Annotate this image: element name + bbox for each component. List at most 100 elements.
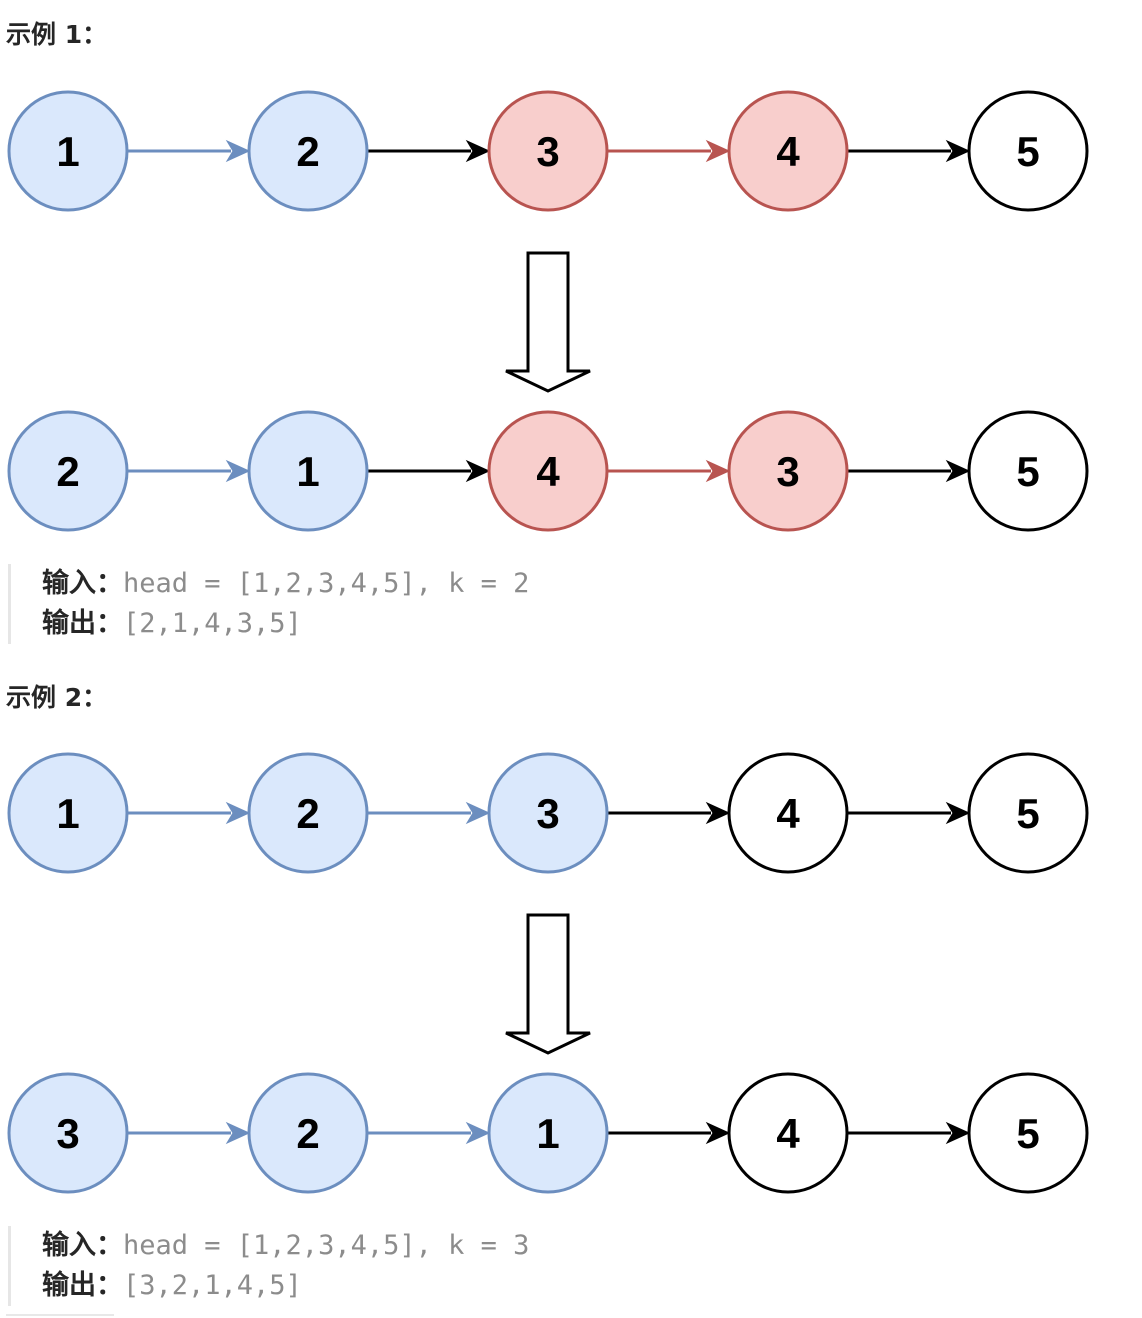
list-node: 1 <box>7 90 129 212</box>
node-circle <box>7 90 129 212</box>
node-label: 3 <box>536 790 559 837</box>
node-circle <box>967 90 1089 212</box>
output-value: [2,1,4,3,5] <box>123 608 302 639</box>
link-arrow <box>607 1121 731 1145</box>
node-label: 3 <box>776 448 799 495</box>
list-node: 4 <box>727 752 849 874</box>
node-label: 5 <box>1016 790 1039 837</box>
node-circle <box>487 410 609 532</box>
node-circle <box>487 1072 609 1194</box>
node-label: 2 <box>296 128 319 175</box>
input-label: 输入： <box>42 1230 123 1261</box>
list-node: 5 <box>967 1072 1089 1194</box>
link-arrow <box>367 459 491 483</box>
node-circle <box>727 90 849 212</box>
list-node: 4 <box>487 410 609 532</box>
input-value: head = [1,2,3,4,5], k = 2 <box>123 568 530 599</box>
link-arrow <box>127 801 251 825</box>
node-circle <box>247 90 369 212</box>
node-circle <box>727 410 849 532</box>
list-node: 4 <box>727 1072 849 1194</box>
node-circle <box>247 752 369 874</box>
example-1-output-line: 输出：[2,1,4,3,5] <box>42 604 642 644</box>
node-circle <box>487 752 609 874</box>
divider <box>6 1314 114 1316</box>
list-before: 1 2 3 4 5 <box>7 90 1089 212</box>
node-label: 1 <box>536 1110 559 1157</box>
node-circle <box>967 410 1089 532</box>
link-arrow <box>607 459 731 483</box>
node-label: 4 <box>776 790 800 837</box>
link-arrow <box>847 459 971 483</box>
output-label: 输出： <box>42 1270 123 1301</box>
node-label: 5 <box>1016 448 1039 495</box>
link-arrow <box>367 139 491 163</box>
list-after: 3 2 1 4 5 <box>7 1072 1089 1194</box>
node-label: 2 <box>296 1110 319 1157</box>
list-node: 2 <box>7 410 129 532</box>
link-arrow <box>127 139 251 163</box>
link-arrow <box>367 1121 491 1145</box>
list-node: 3 <box>487 90 609 212</box>
list-node: 2 <box>247 1072 369 1194</box>
node-circle <box>487 90 609 212</box>
list-node: 5 <box>967 90 1089 212</box>
node-label: 4 <box>776 1110 800 1157</box>
output-label: 输出： <box>42 608 123 639</box>
node-circle <box>967 1072 1089 1194</box>
list-node: 2 <box>247 752 369 874</box>
node-label: 4 <box>536 448 560 495</box>
example-1-io: 输入：head = [1,2,3,4,5], k = 2 输出：[2,1,4,3… <box>8 564 642 644</box>
node-circle <box>247 410 369 532</box>
list-node: 3 <box>727 410 849 532</box>
input-label: 输入： <box>42 568 123 599</box>
node-circle <box>247 1072 369 1194</box>
link-arrow <box>607 139 731 163</box>
node-label: 2 <box>56 448 79 495</box>
node-circle <box>727 1072 849 1194</box>
node-circle <box>727 752 849 874</box>
example-1-input-line: 输入：head = [1,2,3,4,5], k = 2 <box>42 564 642 604</box>
example-2-output-line: 输出：[3,2,1,4,5] <box>42 1266 642 1306</box>
link-arrow <box>127 459 251 483</box>
list-node: 5 <box>967 410 1089 532</box>
list-node: 1 <box>487 1072 609 1194</box>
node-label: 1 <box>56 128 79 175</box>
node-label: 1 <box>56 790 79 837</box>
node-label: 3 <box>56 1110 79 1157</box>
node-circle <box>967 752 1089 874</box>
example-2-title: 示例 2： <box>6 683 108 712</box>
list-node: 4 <box>727 90 849 212</box>
list-node: 3 <box>7 1072 129 1194</box>
node-label: 2 <box>296 790 319 837</box>
list-after: 2 1 4 3 5 <box>7 410 1089 532</box>
transform-arrow <box>505 913 591 1055</box>
node-circle <box>7 410 129 532</box>
node-label: 5 <box>1016 1110 1039 1157</box>
link-arrow <box>127 1121 251 1145</box>
list-node: 5 <box>967 752 1089 874</box>
list-node: 3 <box>487 752 609 874</box>
example-2-io: 输入：head = [1,2,3,4,5], k = 3 输出：[3,2,1,4… <box>8 1226 642 1306</box>
list-node: 1 <box>7 752 129 874</box>
link-arrow <box>367 801 491 825</box>
node-label: 4 <box>776 128 800 175</box>
list-node: 2 <box>247 90 369 212</box>
transform-arrow <box>505 251 591 393</box>
link-arrow <box>847 1121 971 1145</box>
example-1-title: 示例 1： <box>6 20 108 49</box>
list-before: 1 2 3 4 5 <box>7 752 1089 874</box>
node-circle <box>7 1072 129 1194</box>
example-2-diagram: 1 2 3 4 5 3 2 1 4 5 <box>7 752 1089 1194</box>
link-arrow <box>847 801 971 825</box>
node-label: 1 <box>296 448 319 495</box>
list-node: 1 <box>247 410 369 532</box>
node-label: 5 <box>1016 128 1039 175</box>
example-2-input-line: 输入：head = [1,2,3,4,5], k = 3 <box>42 1226 642 1266</box>
output-value: [3,2,1,4,5] <box>123 1270 302 1301</box>
link-arrow <box>847 139 971 163</box>
link-arrow <box>607 801 731 825</box>
node-label: 3 <box>536 128 559 175</box>
example-1-diagram: 1 2 3 4 5 2 1 4 3 5 <box>7 90 1089 532</box>
node-circle <box>7 752 129 874</box>
